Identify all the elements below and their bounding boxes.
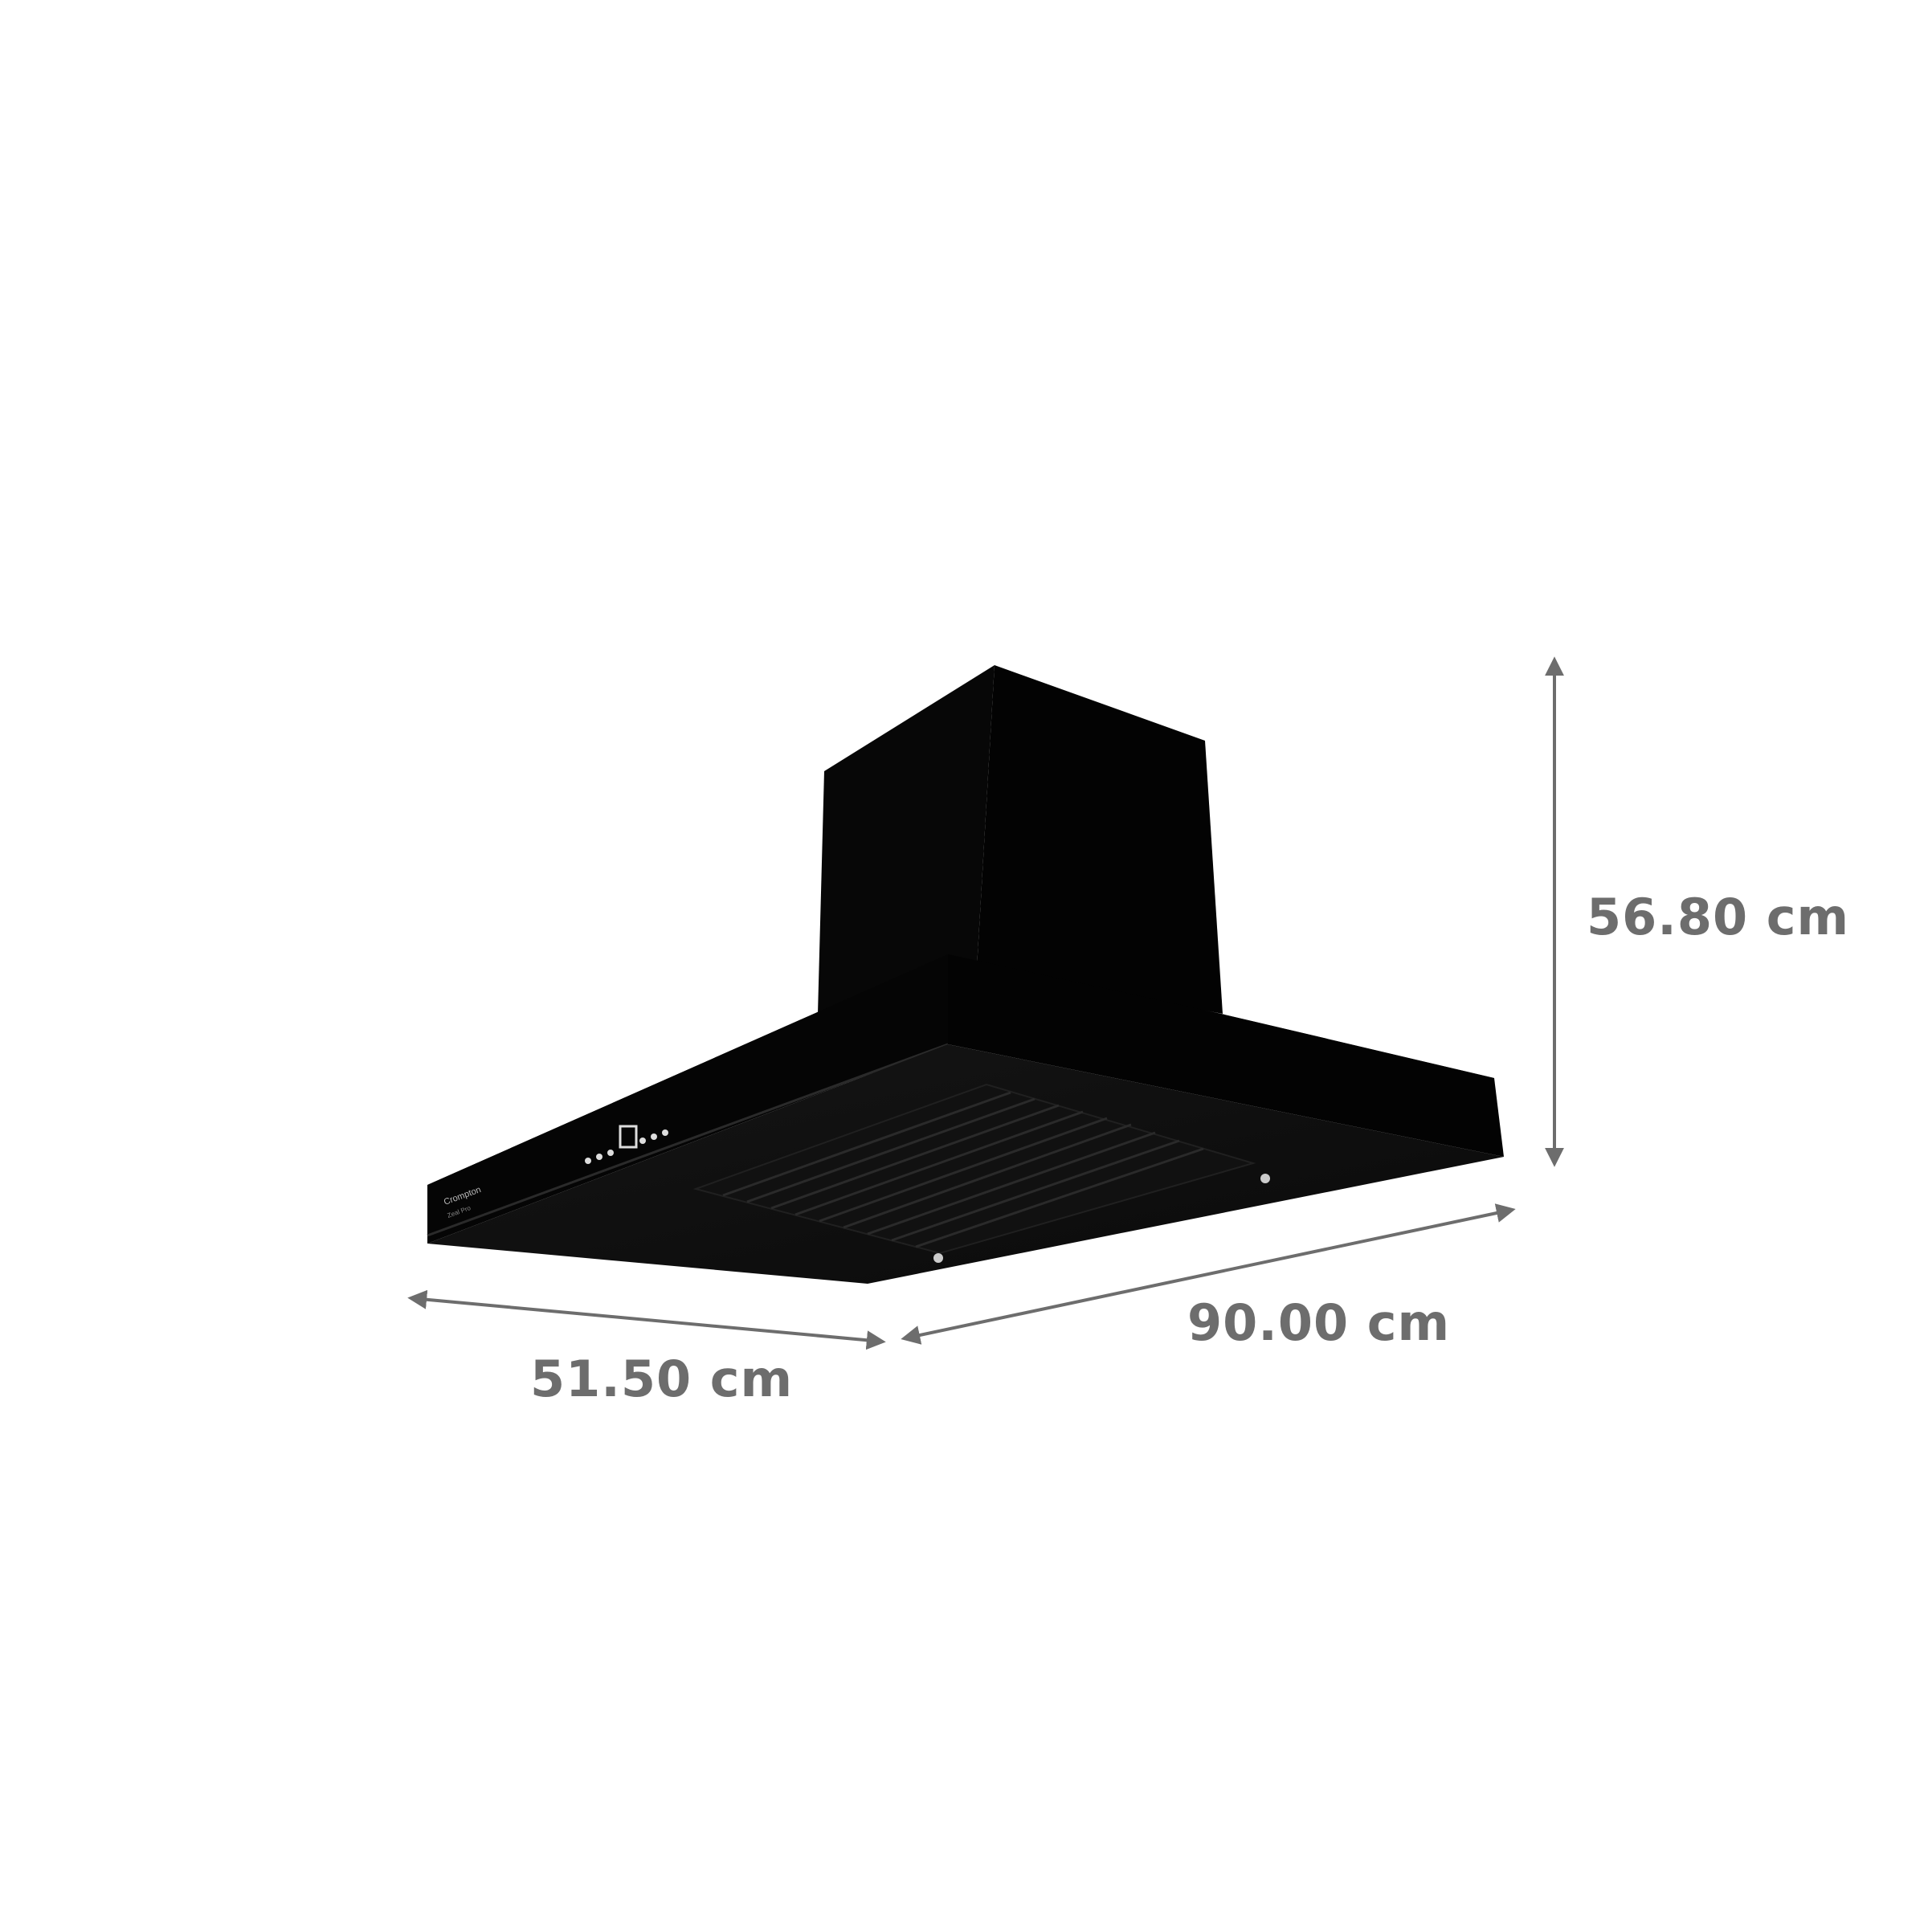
width-dimension-arrow bbox=[901, 1203, 1516, 1345]
canopy-trim-line bbox=[427, 1043, 949, 1237]
control-panel bbox=[585, 1125, 668, 1164]
control-button bbox=[662, 1129, 668, 1136]
chimney-left-face bbox=[818, 665, 995, 1014]
control-button bbox=[651, 1133, 657, 1140]
control-button bbox=[585, 1158, 591, 1164]
width-dimension-label: 90.00 cm bbox=[1187, 1293, 1451, 1352]
chimney-front-face bbox=[977, 665, 1223, 1014]
hood-canopy bbox=[427, 954, 1504, 1284]
display-panel bbox=[619, 1125, 638, 1149]
led-light bbox=[1260, 1174, 1270, 1183]
control-button bbox=[596, 1154, 602, 1160]
chimney bbox=[818, 665, 1223, 1014]
canopy-left-face bbox=[427, 954, 948, 1244]
filter-slats bbox=[722, 1091, 1204, 1248]
control-button bbox=[639, 1138, 646, 1144]
depth-dimension-arrow bbox=[407, 1289, 886, 1350]
led-light bbox=[933, 1253, 943, 1263]
control-button bbox=[607, 1150, 614, 1156]
grease-filter-panel bbox=[692, 1083, 1256, 1255]
canopy-right-face bbox=[948, 954, 1504, 1157]
height-dimension-label: 56.80 cm bbox=[1587, 888, 1850, 946]
depth-dimension-label: 51.50 cm bbox=[530, 1350, 794, 1408]
